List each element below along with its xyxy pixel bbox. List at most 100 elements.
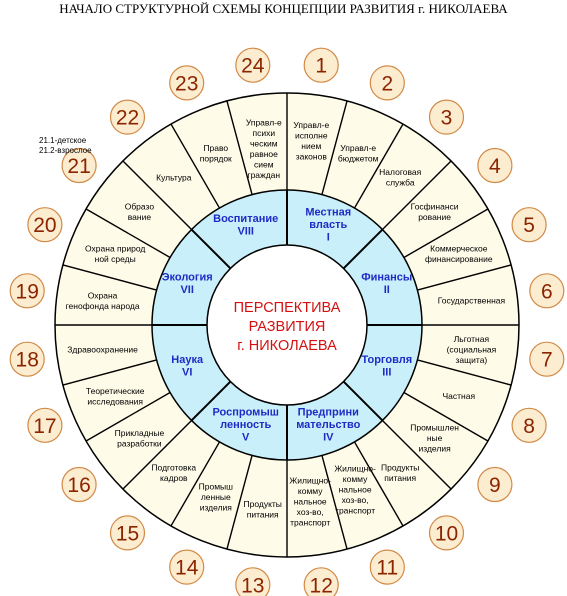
badge-circle [169, 65, 205, 101]
outer-sector-label: разработки [117, 439, 162, 449]
sector-number: 19 [16, 280, 39, 303]
outer-sector-label: комму [298, 486, 323, 496]
outer-sector-label: Госфинанси [411, 202, 459, 212]
middle-sector-label: III [382, 367, 391, 379]
outer-divider [321, 455, 348, 550]
middle-sector-label: Предприни [298, 406, 359, 418]
outer-sector-label: Государственная [438, 296, 506, 306]
outer-sector-label: (социальная [447, 344, 497, 354]
outer-divider [122, 160, 193, 231]
badge-circle [428, 515, 465, 551]
sector-number: 21 [67, 155, 90, 178]
sector-number-badge: 9 [477, 466, 513, 503]
outer-sector-label: Образо [125, 202, 155, 212]
outer-divider [170, 441, 221, 527]
badge-circle [9, 273, 45, 309]
sector-number-badge: 16 [61, 466, 97, 503]
sector-number-badge: 10 [428, 515, 465, 551]
sector-number-badge: 5 [511, 207, 547, 243]
outer-sector-label: Право [203, 143, 228, 153]
outer-sector-label: граждан [247, 170, 280, 180]
outer-sector-label: изделия [200, 502, 233, 512]
sector-number-badge: 13 [235, 567, 271, 596]
outer-sector-label: защита) [456, 355, 488, 365]
outer-sector-label: равное [250, 149, 278, 159]
middle-divider [190, 228, 232, 270]
sector-number: 13 [241, 574, 264, 596]
outer-sector-label: бюджетом [338, 153, 379, 163]
badge-circle [529, 273, 565, 309]
badge-circle [511, 207, 547, 243]
sector-number-badge: 3 [428, 99, 465, 135]
badge-circle [235, 567, 271, 596]
outer-sector-label: сием [254, 159, 274, 169]
sector-number-badge: 24 [235, 47, 271, 83]
center-label: г. НИКОЛАЕВА [237, 338, 337, 354]
note-line: 21.2-взрослое [39, 146, 92, 155]
middle-divider [342, 228, 384, 270]
outer-sector-label: служба [386, 178, 415, 188]
outer-sector-label: Льготная [454, 334, 490, 344]
outer-sector-label: ные [427, 433, 443, 443]
outer-divider [62, 264, 157, 291]
sector-number: 7 [541, 349, 553, 372]
sector-number: 24 [241, 55, 265, 78]
sector-number: 16 [67, 474, 90, 497]
middle-sector-label: мательство [296, 419, 360, 431]
outer-sector-label: питания [384, 473, 416, 483]
outer-sector-label: транспорт [335, 506, 375, 516]
outer-divider [170, 123, 221, 209]
middle-sector-label: власть [309, 219, 347, 231]
outer-sector-label: Промышлен [410, 423, 459, 433]
sector-number: 18 [16, 349, 39, 372]
outer-sector-label: Теоретические [86, 386, 145, 396]
outer-sector-label: транспорт [290, 518, 330, 528]
sector-number-badge: 21 [61, 147, 97, 184]
outer-sector-label: психи [252, 128, 275, 138]
outer-sector-label: ной среды [95, 254, 136, 264]
sector-number: 23 [175, 72, 198, 95]
outer-sector-label: ленные [201, 492, 231, 502]
sector-number-badge: 19 [9, 273, 45, 309]
badge-circle [303, 47, 339, 83]
sector-number: 20 [33, 214, 56, 237]
sector-number: 14 [175, 557, 199, 580]
sector-number-badge: 17 [27, 407, 63, 443]
sector-number: 6 [541, 280, 553, 303]
outer-sector-dividers [55, 93, 519, 557]
sector-number: 1 [315, 55, 327, 78]
diagram-title: НАЧАЛО СТРУКТУРНОЙ СХЕМЫ КОНЦЕПЦИИ РАЗВИ… [59, 1, 508, 16]
outer-sector-label: нальное [339, 485, 372, 495]
outer-sector-label: нием [301, 141, 321, 151]
sector-number-badge: 12 [303, 567, 339, 596]
outer-sector-label: Продукты [243, 499, 281, 509]
outer-sector-label: Охрана природ [85, 244, 145, 254]
outer-divider [321, 100, 348, 195]
middle-divider [342, 380, 384, 422]
badge-circle [109, 99, 146, 135]
outer-sector-label: Управл-е [246, 117, 282, 127]
middle-divider [190, 380, 232, 422]
sector-number-badge: 4 [477, 147, 513, 184]
outer-sector-label: исполне [295, 130, 328, 140]
outer-sector-label: хоз-во, [297, 507, 324, 517]
badge-circle [27, 207, 63, 243]
badge-circle [369, 549, 405, 585]
badge-circle [303, 567, 339, 596]
middle-sector-label: V [242, 431, 250, 443]
outer-divider [122, 419, 193, 490]
sector-number: 15 [116, 522, 139, 545]
center-disc [206, 244, 368, 406]
outer-sector-label: Подготовка [151, 462, 196, 472]
middle-sector-labels: МестнаявластьIФинансыIIТорговляIIIПредпр… [162, 207, 413, 444]
sector-number: 8 [523, 415, 535, 438]
badge-circle [529, 341, 565, 377]
outer-sector-label: хоз-во, [342, 495, 369, 505]
outer-sector-label: комму [343, 474, 368, 484]
outer-divider [62, 359, 157, 386]
badge-circle [428, 99, 465, 135]
outer-sector-label: Управл-е [340, 143, 376, 153]
